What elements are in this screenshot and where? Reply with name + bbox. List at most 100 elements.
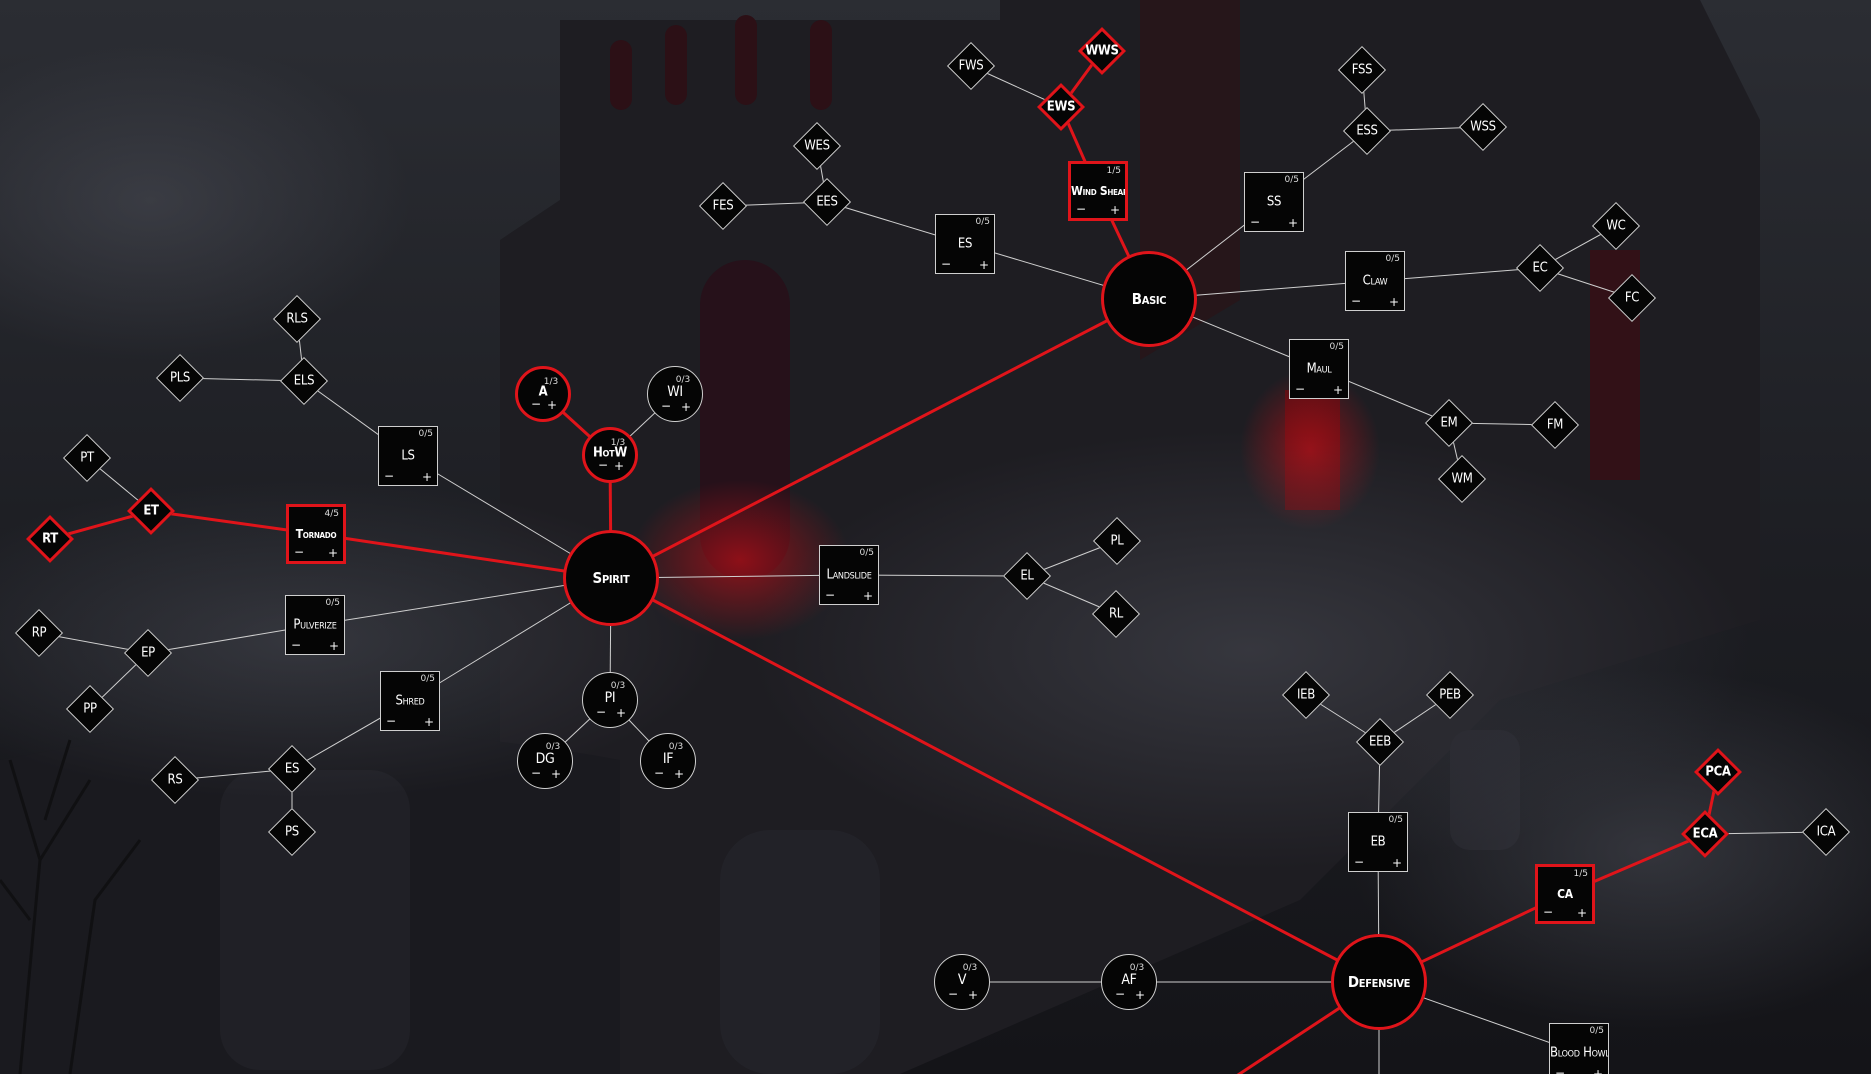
skill-node-pt[interactable]: PT [63,434,111,482]
increase-point-button[interactable]: + [978,258,989,272]
skill-node-fss[interactable]: FSS [1338,46,1386,94]
decrease-point-button[interactable]: − [1076,202,1087,216]
increase-point-button[interactable]: + [673,767,684,781]
increase-point-button[interactable]: + [967,988,978,1002]
skill-node-et[interactable]: ET [127,487,175,535]
skill-node-rs[interactable]: RS [151,756,199,804]
increase-point-button[interactable]: + [421,470,432,484]
increase-point-button[interactable]: + [615,706,626,720]
skill-node-el[interactable]: EL [1003,552,1051,600]
skill-node-pp[interactable]: PP [66,685,114,733]
increase-point-button[interactable]: + [1287,216,1298,230]
skill-node-fes[interactable]: FES [699,182,747,230]
increase-point-button[interactable]: + [680,400,691,414]
skill-node-ess[interactable]: ESS [1343,107,1391,155]
decrease-point-button[interactable]: − [531,397,542,411]
increase-point-button[interactable]: + [1332,383,1343,397]
skill-node-wm[interactable]: WM [1438,455,1486,503]
increase-point-button[interactable]: + [328,639,339,653]
skill-node-pl[interactable]: PL [1093,517,1141,565]
skill-node-fc[interactable]: FC [1608,274,1656,322]
decrease-point-button[interactable]: − [941,257,952,271]
skill-node-eca[interactable]: ECA [1681,810,1729,858]
skill-node-wss[interactable]: WSS [1459,103,1507,151]
skill-node-basic[interactable]: Basic [1101,251,1197,347]
decrease-point-button[interactable]: − [1354,855,1365,869]
decrease-point-button[interactable]: − [1115,987,1126,1001]
decrease-point-button[interactable]: − [386,714,397,728]
skill-node-wc[interactable]: WC [1592,202,1640,250]
increase-point-button[interactable]: + [1134,988,1145,1002]
skill-node-pca[interactable]: PCA [1694,748,1742,796]
skill-node-eeb[interactable]: EEB [1356,718,1404,766]
skill-node-ieb[interactable]: IEB [1282,671,1330,719]
decrease-point-button[interactable]: − [1250,215,1261,229]
increase-point-button[interactable]: + [327,546,338,560]
decrease-point-button[interactable]: − [384,469,395,483]
increase-point-button[interactable]: + [1391,856,1402,870]
increase-point-button[interactable]: + [1109,203,1120,217]
skill-node-ec[interactable]: EC [1516,244,1564,292]
increase-point-button[interactable]: + [1576,906,1587,920]
skill-node-fws[interactable]: FWS [947,42,995,90]
skill-node-rl[interactable]: RL [1092,590,1140,638]
increase-point-button[interactable]: + [546,398,557,412]
skill-node-spirit[interactable]: Spirit [563,530,659,626]
decrease-point-button[interactable]: − [1295,382,1306,396]
decrease-point-button[interactable]: − [531,766,542,780]
skill-node-wes[interactable]: WES [793,122,841,170]
decrease-point-button[interactable]: − [1543,905,1554,919]
skill-node-rt[interactable]: RT [26,515,74,563]
increase-point-button[interactable]: + [862,589,873,603]
skill-node-ees[interactable]: EES [803,178,851,226]
increase-point-button[interactable]: + [613,459,624,473]
skill-node-ps[interactable]: PS [268,808,316,856]
decrease-point-button[interactable]: − [661,399,672,413]
skill-node-pls[interactable]: PLS [156,354,204,402]
skill-node-rp[interactable]: RP [15,609,63,657]
skill-node-fm[interactable]: FM [1531,401,1579,449]
decrease-point-button[interactable]: − [291,638,302,652]
decrease-point-button[interactable]: − [1555,1066,1566,1074]
increase-point-button[interactable]: + [1388,295,1399,309]
increase-point-button[interactable]: + [550,767,561,781]
skill-node-defensive[interactable]: Defensive [1331,934,1427,1030]
skill-node-els[interactable]: ELS [280,357,328,405]
increase-point-button[interactable]: + [423,715,434,729]
decrease-point-button[interactable]: − [598,458,609,472]
decrease-point-button[interactable]: − [948,987,959,1001]
decrease-point-button[interactable]: − [596,705,607,719]
skill-node-ep[interactable]: EP [124,629,172,677]
decrease-point-button[interactable]: − [294,545,305,559]
decrease-point-button[interactable]: − [1351,294,1362,308]
skill-node-peb[interactable]: PEB [1426,671,1474,719]
skill-node-wws[interactable]: WWS [1078,27,1126,75]
decrease-point-button[interactable]: − [825,588,836,602]
increase-point-button[interactable]: + [1592,1067,1603,1074]
skill-node-rls[interactable]: RLS [273,295,321,343]
skill-node-ica[interactable]: ICA [1802,808,1850,856]
decrease-point-button[interactable]: − [654,766,665,780]
skill-node-es-shred[interactable]: ES [268,745,316,793]
